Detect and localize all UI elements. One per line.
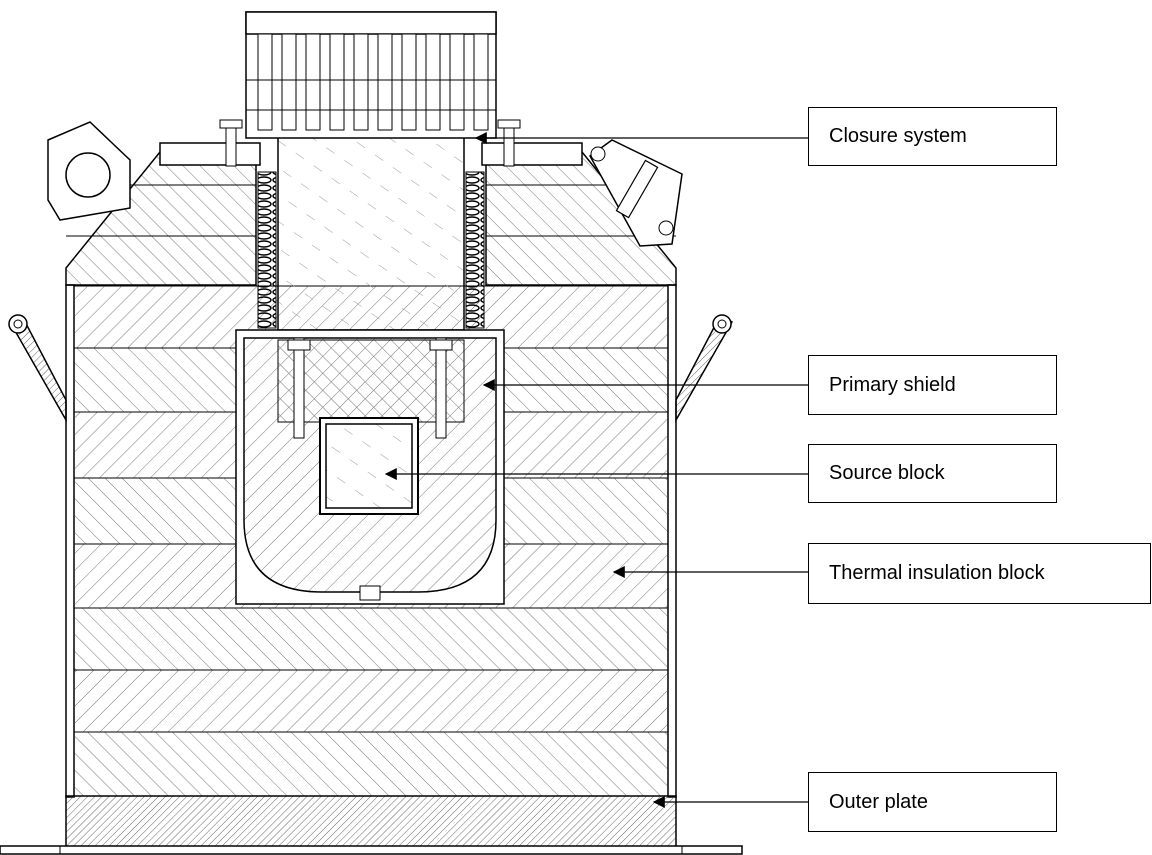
source-block [319, 417, 419, 515]
callout-primary-shield: Primary shield [808, 355, 1057, 415]
side-handle-left [8, 314, 67, 423]
callout-primary-shield-label: Primary shield [829, 373, 956, 396]
bracket-right [589, 139, 683, 247]
callout-thermal-insulation-block-label: Thermal insulation block [829, 562, 1045, 584]
callout-closure-system-label: Closure system [829, 125, 967, 147]
top-bolts [219, 119, 521, 167]
base-plate [0, 795, 743, 855]
lifting-lug-left [47, 121, 131, 221]
closure-springs [257, 171, 485, 329]
callout-outer-plate: Outer plate [808, 772, 1057, 832]
leader-arrows [384, 132, 808, 808]
callout-source-block-label: Source block [829, 462, 945, 484]
callout-outer-plate-label: Outer plate [829, 790, 928, 813]
callout-thermal-insulation-block: Thermal insulation block [808, 543, 1151, 604]
callout-closure-system: Closure system [808, 107, 1057, 166]
side-handle-right [675, 314, 734, 423]
closure-plug [277, 133, 465, 331]
closure-grip [245, 11, 497, 139]
callout-source-block: Source block [808, 444, 1057, 503]
